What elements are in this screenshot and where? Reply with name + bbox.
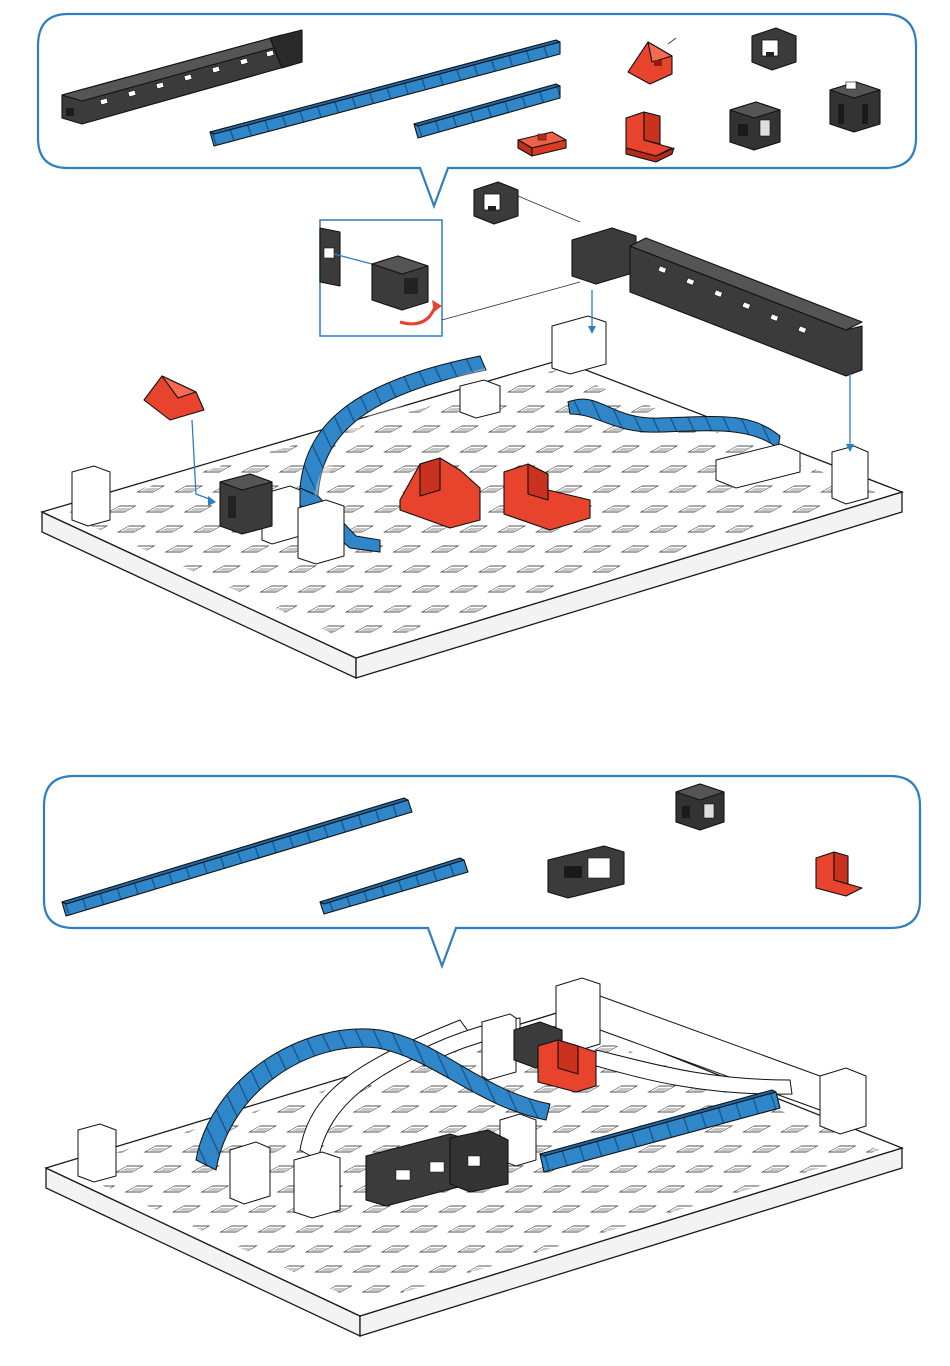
dark-block-placed (220, 474, 272, 534)
step-2 (44, 776, 920, 1336)
dark-small-block-floating (474, 182, 580, 224)
detail-inset (320, 220, 580, 336)
dark-cube-tall-part (830, 82, 880, 132)
step-1 (38, 14, 916, 678)
dark-cube-part (676, 784, 724, 830)
dark-cube-part (730, 102, 780, 150)
dark-small-block-part (752, 28, 796, 70)
